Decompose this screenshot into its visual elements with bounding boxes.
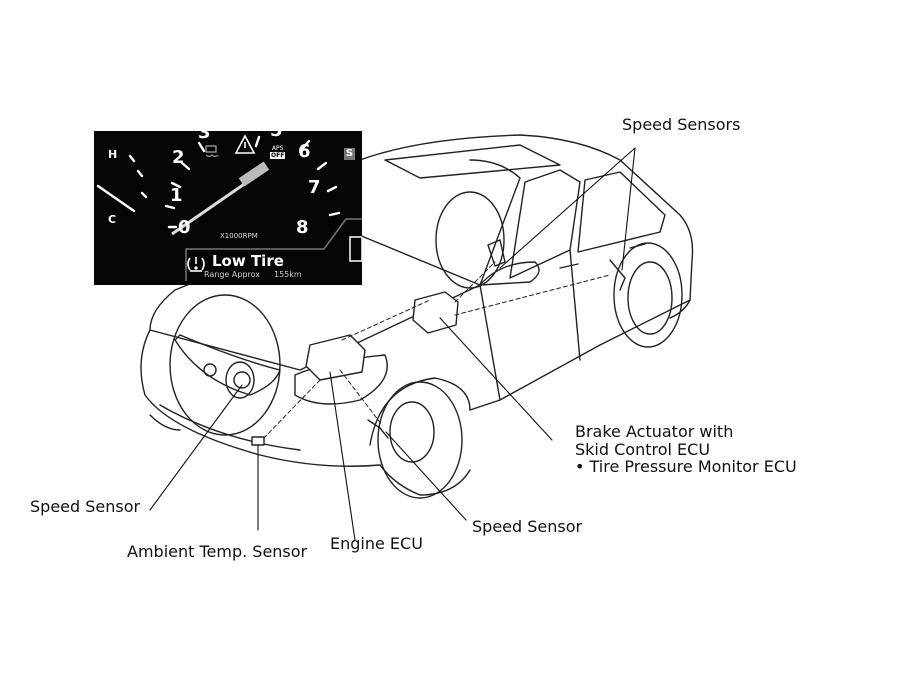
side-mirror	[479, 261, 540, 286]
tach-needle	[171, 174, 257, 236]
right-gauge-sliver	[349, 236, 362, 262]
leader-engine-ecu	[329, 371, 356, 541]
skid-indicator-icon	[205, 145, 219, 158]
label-speed-sensor-front-right: Speed Sensor	[472, 517, 583, 536]
sensor-rear-2	[609, 259, 626, 291]
master-warning-icon	[234, 134, 256, 154]
leader-speed-sensors-a	[499, 147, 636, 269]
aps-off-label: OFF	[270, 152, 286, 159]
side-window-rear	[577, 171, 666, 253]
aps-label: APS	[271, 145, 284, 152]
leader-brake-actuator	[439, 317, 553, 441]
rpm-unit-label: X1000RPM	[220, 232, 258, 240]
front-wheel-hub-ghost	[225, 361, 255, 399]
engine-ecu-box	[305, 334, 366, 381]
label-brake-actuator-line1: Brake Actuator with	[575, 422, 734, 441]
front-left-sensor	[233, 371, 251, 389]
front-right-wheel	[377, 381, 463, 499]
door-line	[569, 249, 581, 361]
instrument-cluster-inset: H C 0 1 2 3 5 6 7 8 X1000RPM APS OFF S L…	[94, 131, 362, 285]
front-wheel-ghost	[169, 294, 281, 436]
spare-wheel-rear	[435, 191, 505, 289]
rear-wheel-hub	[627, 261, 673, 335]
tire-pressure-warning-icon	[187, 257, 205, 272]
grille	[174, 334, 281, 396]
leader-speed-sensor-right	[385, 431, 467, 521]
tach-number-1: 1	[170, 185, 183, 206]
label-brake-actuator-line2: Skid Control ECU	[575, 440, 711, 459]
range-label: Range Approx	[204, 270, 261, 279]
wire-harness	[261, 261, 611, 441]
leader-lines	[149, 147, 636, 541]
fog-light	[149, 414, 181, 431]
range-value: 155km	[274, 270, 302, 279]
side-window-front	[509, 169, 581, 279]
temp-cold-label: C	[108, 213, 117, 226]
tach-number-3: 3	[198, 131, 211, 143]
car-roof	[359, 134, 694, 319]
aps-off-indicator: APS OFF	[270, 145, 286, 159]
brake-actuator-box	[412, 291, 459, 334]
emblem	[203, 363, 217, 377]
front-body-bottom	[379, 464, 471, 496]
label-speed-sensor-front-left: Speed Sensor	[30, 497, 141, 516]
tach-number-2: 2	[172, 147, 185, 168]
front-fascia	[140, 329, 381, 467]
leader-speed-sensors-b	[621, 147, 636, 271]
sensor-rear-1	[487, 239, 506, 267]
tach-number-8: 8	[296, 217, 309, 238]
tach-number-0: 0	[178, 217, 191, 238]
windshield	[334, 159, 521, 286]
tach-number-6: 6	[298, 141, 311, 162]
lower-intake	[159, 404, 301, 451]
tach-number-7: 7	[308, 177, 321, 198]
front-arch	[369, 377, 471, 446]
ambient-temp-sensor-part	[251, 436, 265, 446]
body-side	[479, 284, 691, 401]
label-engine-ecu: Engine ECU	[330, 534, 423, 553]
needle-tip	[238, 161, 270, 187]
rocker	[469, 399, 501, 411]
label-ambient-temp-sensor: Ambient Temp. Sensor	[127, 542, 308, 561]
label-brake-actuator-line3: • Tire Pressure Monitor ECU	[575, 457, 797, 476]
shift-indicator: S	[344, 148, 355, 160]
front-right-sensor	[367, 419, 389, 439]
front-right-hub	[389, 401, 435, 463]
sunroof	[384, 144, 561, 179]
temp-hot-label: H	[108, 148, 118, 161]
leader-speed-sensor-left	[149, 384, 243, 511]
door-handle	[559, 263, 579, 269]
cluster-gauges	[96, 134, 362, 281]
low-tire-message: Low Tire	[212, 252, 284, 270]
rear-wheel	[613, 242, 683, 348]
tach-number-5: 5	[270, 131, 283, 141]
label-speed-sensors-rear: Speed Sensors	[622, 115, 741, 134]
indicator-frame	[185, 218, 362, 281]
